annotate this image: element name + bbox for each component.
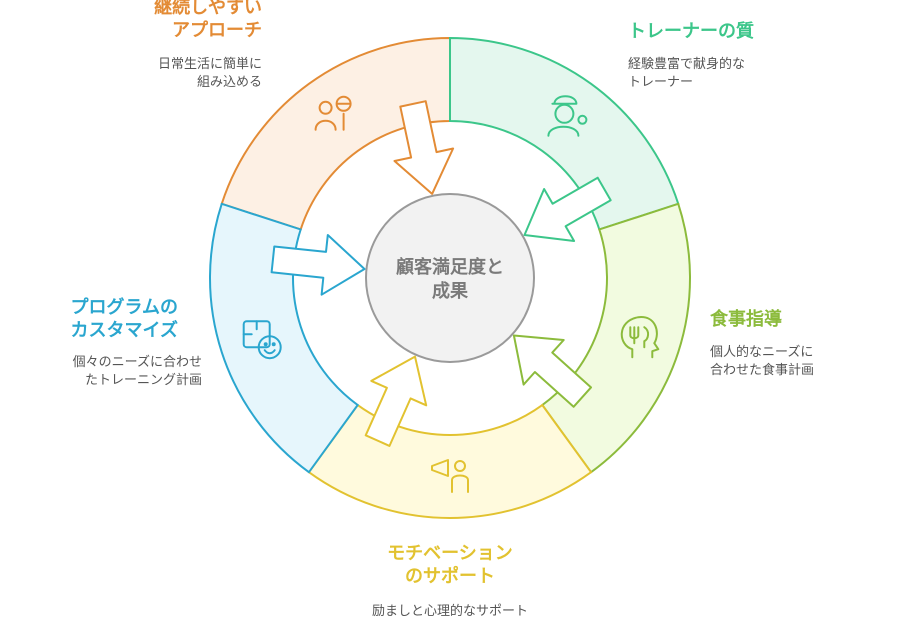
continuity-title-line1: 継続しやすい <box>154 0 262 18</box>
trainer-desc-line1: 経験豊富で献身的な <box>628 57 746 72</box>
trainer-arrow <box>523 176 612 242</box>
motivation-title-line1: モチベーション <box>387 543 513 564</box>
program-segment <box>209 202 360 474</box>
diet-arrow <box>512 334 592 408</box>
program-title: プログラムの カスタマイズ <box>71 296 178 342</box>
motivation-arrow <box>364 355 428 447</box>
program-arrow <box>270 234 366 296</box>
diet-desc-line1: 個人的なニーズに <box>710 345 814 360</box>
center-title-line1: 顧客満足度と <box>396 256 504 278</box>
diet-title: 食事指導 <box>710 308 782 331</box>
motivation-title: モチベーション のサポート <box>350 542 550 588</box>
program-title-line1: プログラムの <box>70 297 178 318</box>
diet-title-line1: 食事指導 <box>710 309 782 330</box>
trainer-desc: 経験豊富で献身的な トレーナー <box>628 56 745 92</box>
continuity-desc-line1: 日常生活に簡単に <box>157 57 262 72</box>
motivation-title-line2: のサポート <box>405 566 495 587</box>
program-desc-line2: たトレーニング計画 <box>84 373 202 388</box>
megaphone-person-icon <box>431 459 469 493</box>
motivation-segment <box>307 403 593 519</box>
ring <box>209 36 691 519</box>
trainer-title-line1: トレーナーの質 <box>628 21 754 42</box>
puzzle-face-icon <box>242 320 282 360</box>
trainer-desc-line2: トレーナー <box>628 75 694 90</box>
program-title-line2: カスタマイズ <box>70 320 178 341</box>
head-fork-knife-icon <box>620 316 660 359</box>
continuity-desc-line2: 組み込める <box>196 75 262 90</box>
people-icon <box>314 95 352 131</box>
trainer-segment <box>449 36 680 231</box>
program-desc: 個々のニーズに合わせ たトレーニング計画 <box>73 354 202 390</box>
motivation-desc: 励ましと心理的なサポート <box>330 603 570 621</box>
center-title-line2: 成果 <box>432 280 469 302</box>
continuity-title-line2: アプローチ <box>172 20 262 41</box>
motivation-desc-line1: 励ましと心理的なサポート <box>371 604 528 619</box>
diet-desc-line2: 合わせた食事計画 <box>710 363 815 378</box>
diet-desc: 個人的なニーズに 合わせた食事計画 <box>710 344 814 380</box>
diet-segment <box>540 202 691 474</box>
trainer-title: トレーナーの質 <box>628 20 754 43</box>
inner-arrows <box>270 100 612 447</box>
continuity-arrow <box>393 100 455 195</box>
continuity-title: 継続しやすい アプローチ <box>154 0 262 42</box>
segment-icons <box>242 95 660 493</box>
continuity-desc: 日常生活に簡単に 組み込める <box>158 56 262 92</box>
continuity-segment <box>220 36 451 231</box>
center-node: 顧客満足度と 成果 <box>365 193 535 363</box>
trainer-whistle-icon <box>547 95 588 137</box>
program-desc-line1: 個々のニーズに合わせ <box>72 355 202 370</box>
